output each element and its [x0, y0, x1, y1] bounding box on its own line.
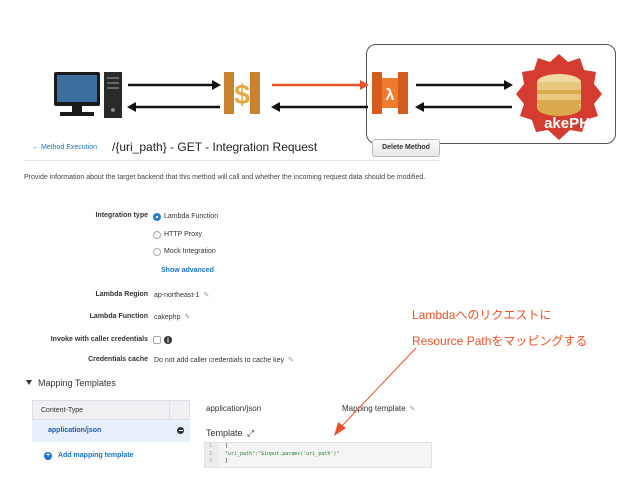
credentials-cache-text: Do not add caller credentials to cache k…	[154, 357, 284, 364]
invoke-caller-credentials-checkbox[interactable]	[153, 336, 161, 344]
add-mapping-template-label: Add mapping template	[58, 452, 134, 459]
arrows-computer-gateway	[127, 80, 221, 112]
lambda-icon: λ	[372, 72, 408, 114]
lambda-function-text: cakephp	[154, 314, 181, 321]
mapping-template-select-label: Mapping template	[342, 404, 406, 413]
content-type-header: Content-Type	[32, 400, 190, 420]
line-number: 1	[209, 443, 213, 449]
code-colon: :	[255, 450, 259, 457]
annotation-arrow	[334, 347, 417, 436]
radio-mock-integration[interactable]	[153, 248, 161, 256]
template-title: Template ⤢	[206, 428, 254, 439]
plus-circle-icon: +	[44, 452, 52, 460]
remove-content-type-icon[interactable]	[177, 427, 184, 434]
svg-text:$: $	[234, 79, 250, 110]
line-number: 3	[209, 458, 213, 464]
content-type-row-application-json[interactable]: application/json	[32, 420, 190, 442]
code-line: "uri_path":"$input.params('uri_path')"	[221, 451, 339, 459]
delete-method-button[interactable]: Delete Method	[372, 139, 440, 157]
radio-lambda-function[interactable]	[153, 213, 161, 221]
page-description: Provide information about the target bac…	[24, 174, 426, 181]
method-execution-back-link[interactable]: ← Method Execution	[32, 144, 97, 151]
code-source: { "uri_path":"$input.params('uri_path')"…	[221, 443, 339, 466]
lambda-region-text: ap-northeast-1	[154, 292, 200, 299]
invoke-caller-credentials-label: Invoke with caller credentials	[50, 336, 148, 343]
code-line-numbers: 1 2 3	[205, 443, 219, 467]
edit-cache-pencil-icon[interactable]: ✎	[287, 357, 294, 364]
radio-http-proxy[interactable]	[153, 231, 161, 239]
credentials-cache-value: Do not add caller credentials to cache k…	[154, 356, 297, 364]
content-type-header-corner	[169, 401, 189, 419]
mapping-pane-title: application/json	[206, 404, 262, 413]
template-title-label: Template	[206, 428, 243, 438]
cakephp-logo-icon: akePHP	[516, 54, 602, 140]
code-line: }	[225, 458, 229, 464]
lambda-cakephp-highlight-box	[366, 44, 616, 144]
code-key: "uri_path"	[225, 450, 256, 457]
edit-mapping-pencil-icon[interactable]: ✎	[409, 406, 416, 413]
content-type-row-label: application/json	[48, 427, 102, 434]
arrows-lambda-cakephp	[415, 80, 513, 112]
cakephp-logo-text: akePHP	[544, 115, 600, 132]
template-code-editor[interactable]: 1 2 3 { "uri_path":"$input.params('uri_p…	[204, 442, 432, 468]
computer-icon	[54, 72, 122, 118]
caret-down-icon	[26, 380, 32, 385]
svg-text:λ: λ	[386, 87, 395, 104]
option-http-proxy-label: HTTP Proxy	[164, 231, 202, 238]
info-icon[interactable]	[164, 336, 172, 344]
annotation-line-2: Resource Pathをマッピングする	[412, 334, 588, 348]
edit-function-pencil-icon[interactable]: ✎	[184, 314, 191, 321]
edit-region-pencil-icon[interactable]: ✎	[203, 292, 210, 299]
option-mock-integration-label: Mock Integration	[164, 248, 216, 255]
mapping-templates-toggle[interactable]: Mapping Templates	[26, 378, 116, 388]
add-mapping-template-link[interactable]: + Add mapping template	[44, 452, 133, 460]
integration-request-console: ← Method Execution /{uri_path} - GET - I…	[0, 132, 440, 479]
integration-type-label: Integration type	[95, 212, 148, 219]
lambda-function-value: cakephp✎	[154, 313, 193, 321]
header-divider	[24, 160, 440, 161]
code-value: "$input.params('uri_path')"	[258, 450, 340, 457]
mapping-templates-title: Mapping Templates	[38, 378, 116, 388]
lambda-region-value: ap-northeast-1✎	[154, 291, 213, 299]
lambda-region-label: Lambda Region	[95, 291, 148, 298]
show-advanced-link[interactable]: Show advanced	[161, 267, 214, 274]
arrows-gateway-lambda	[271, 80, 369, 112]
api-gateway-icon: $	[224, 72, 260, 114]
annotation-line-1: Lambdaへのリクエストに	[412, 308, 552, 322]
page-title: /{uri_path} - GET - Integration Request	[112, 140, 318, 154]
line-number: 2	[209, 450, 213, 457]
lambda-function-label: Lambda Function	[89, 313, 148, 320]
credentials-cache-label: Credentials cache	[88, 356, 148, 363]
expand-icon[interactable]: ⤢	[247, 428, 255, 438]
mapping-template-select[interactable]: Mapping template✎	[342, 404, 419, 413]
content-type-header-label: Content-Type	[41, 407, 84, 414]
option-lambda-function-label: Lambda Function	[164, 213, 219, 220]
code-line: {	[225, 443, 229, 449]
content-type-panel: Content-Type application/json + Add mappi…	[32, 400, 190, 470]
architecture-diagram: $ λ akePHP	[0, 0, 638, 144]
